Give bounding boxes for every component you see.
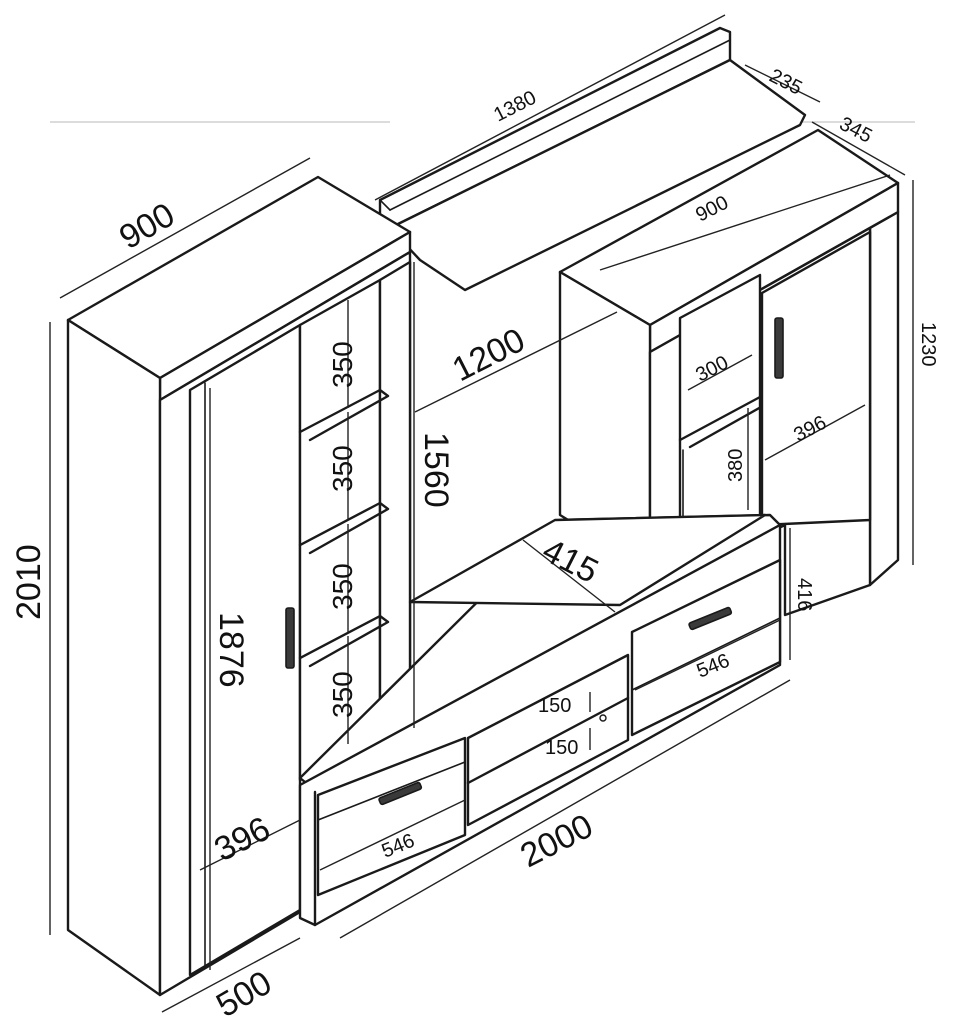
- right-drawer-handle: [688, 606, 733, 631]
- dim-left-depth: 500: [210, 964, 278, 1020]
- wall-shelf: [378, 26, 807, 292]
- dim-right-shelf-gap: 380: [725, 449, 747, 482]
- dim-left-door-height: 1876: [212, 612, 250, 688]
- dim-shelf-gap-2: 350: [327, 445, 358, 492]
- dim-niche-height-top: 150: [538, 695, 571, 717]
- dim-right-height: 1230: [917, 322, 939, 367]
- dim-shelf-gap-4: 350: [327, 671, 358, 718]
- left-drawer-handle: [378, 781, 423, 806]
- cable-hole: [599, 714, 607, 722]
- dimension-lines: [49, 14, 914, 1013]
- dim-tv-base-height: 416: [793, 578, 815, 611]
- dim-shelf-gap-1: 350: [327, 341, 358, 388]
- dim-tv-base-width: 2000: [514, 807, 599, 875]
- dim-span-between: 1200: [446, 321, 531, 389]
- dim-niche-height-bottom: 150: [545, 737, 578, 759]
- left-door-handle: [285, 607, 295, 669]
- dim-right-cabinet-depth: 345: [836, 113, 876, 148]
- dim-wall-shelf-length: 1380: [490, 87, 540, 127]
- dim-shelf-gap-3: 350: [327, 563, 358, 610]
- right-door-handle: [774, 317, 784, 379]
- tv-base-unit: [298, 513, 782, 927]
- dim-left-cabinet-width: 900: [113, 196, 181, 257]
- dim-left-height: 2010: [10, 544, 48, 620]
- dim-glass-panel-height: 1560: [417, 432, 455, 508]
